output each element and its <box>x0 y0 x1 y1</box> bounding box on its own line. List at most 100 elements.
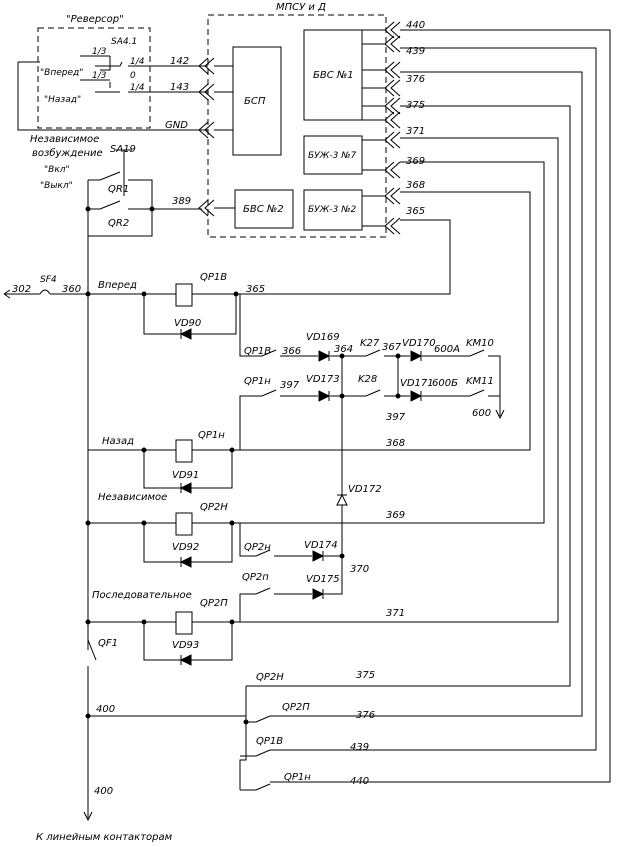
label-w375: 375 <box>356 670 375 681</box>
forward-chain <box>239 294 505 420</box>
label-vpered: Вперед <box>98 280 137 291</box>
label-w364: 364 <box>334 344 353 355</box>
qr-contacts <box>85 149 202 650</box>
label-w439: 439 <box>350 742 369 753</box>
buz2-block <box>303 189 363 231</box>
qp1n-coil-row <box>88 439 240 494</box>
label-sf4: SF4 <box>40 275 57 285</box>
label-forward-q: "Вперед" <box>40 68 83 78</box>
label-posl: Последовательное <box>92 590 192 601</box>
label-qp2p-bottom: QP2П <box>282 702 310 713</box>
label-w365-top: 365 <box>406 206 425 217</box>
label-w400a: 400 <box>96 704 115 715</box>
label-on: "Вкл" <box>44 165 70 175</box>
label-vd174: VD174 <box>304 540 338 551</box>
bvs2-block <box>234 189 294 229</box>
label-qp2p-coil: QP2П <box>200 598 228 609</box>
label-indep1: Независимое <box>30 134 99 145</box>
label-mpsu: МПСУ и Д <box>276 2 326 13</box>
label-buz7: БУЖ-3 №7 <box>308 151 357 161</box>
vd172-diode <box>336 494 348 506</box>
bsp-block <box>232 46 282 156</box>
mpsu-connectors <box>198 21 401 235</box>
label-w439-top: 439 <box>406 46 425 57</box>
back-chain <box>239 356 500 588</box>
label-w440: 440 <box>350 776 369 787</box>
label-qp1n-bottom: QP1н <box>284 772 311 783</box>
label-w376-top: 376 <box>406 74 425 85</box>
label-w365: 365 <box>246 284 265 295</box>
label-w370: 370 <box>350 564 369 575</box>
label-vd169: VD169 <box>306 332 340 343</box>
label-w400b: 400 <box>94 786 113 797</box>
label-qr1: QR1 <box>108 184 129 195</box>
label-w369-top: 369 <box>406 156 425 167</box>
qp2p-coil-row <box>85 611 240 666</box>
label-k28: K28 <box>358 374 377 385</box>
label-qr2: QR2 <box>108 218 129 229</box>
label-w376: 376 <box>356 710 375 721</box>
qf1-switch <box>83 639 246 822</box>
label-w142: 142 <box>170 56 189 67</box>
label-reversor: "Реверсор" <box>66 14 124 25</box>
qp2h-coil-row <box>85 512 240 568</box>
label-vd90: VD90 <box>174 318 201 329</box>
label-qp1n-coil: QP1н <box>198 430 225 441</box>
label-vd173: VD173 <box>306 374 340 385</box>
label-sa41: SA4.1 <box>111 37 137 47</box>
label-w368-top: 368 <box>406 180 425 191</box>
label-w600b: 600Б <box>432 378 458 389</box>
label-qp1b-coil: QP1В <box>200 272 227 283</box>
label-c14b: 1/4 <box>130 83 145 93</box>
sa41-switch <box>17 55 208 131</box>
label-w360: 360 <box>62 284 81 295</box>
label-qf1: QF1 <box>98 638 118 649</box>
reversor-frame <box>37 27 151 129</box>
label-qp2h-contact: QP2н <box>244 542 271 553</box>
label-qp1n-contact: QP1н <box>244 376 271 387</box>
label-nezav: Независимое <box>98 492 167 503</box>
right-wire-runs <box>236 29 611 783</box>
label-w143: 143 <box>170 82 189 93</box>
label-w375-top: 375 <box>406 100 425 111</box>
label-bvs2: БВС №2 <box>243 204 284 215</box>
label-vd175: VD175 <box>306 574 340 585</box>
label-indep2: возбуждение <box>32 147 103 159</box>
label-off: "Выкл" <box>40 181 73 191</box>
label-vd91: VD91 <box>172 470 199 481</box>
buz7-block <box>303 135 363 175</box>
label-c13b: 1/3 <box>92 71 107 81</box>
label-line-contactors: К линейным контакторам <box>36 832 173 843</box>
label-w397b: 397 <box>386 412 406 423</box>
qp2-contacts <box>239 523 345 622</box>
label-w369: 369 <box>386 510 405 521</box>
label-w371-top: 371 <box>406 126 425 137</box>
label-vd172: VD172 <box>348 484 382 495</box>
label-w366: 366 <box>282 346 301 357</box>
label-buz2: БУЖ-3 №2 <box>308 205 357 215</box>
label-qp2h-coil: QP2Н <box>200 502 228 513</box>
label-w397a: 397 <box>280 380 300 391</box>
label-gnd: GND <box>165 120 188 131</box>
label-w600: 600 <box>472 408 491 419</box>
label-w600a: 600А <box>434 344 460 355</box>
label-vd170: VD170 <box>402 338 436 349</box>
label-w440-top: 440 <box>406 20 425 31</box>
label-vd92: VD92 <box>172 542 199 553</box>
label-vd171: VD171 <box>400 378 434 389</box>
label-w389: 389 <box>172 196 191 207</box>
bvs1-block <box>303 29 363 121</box>
label-bsp: БСП <box>244 96 266 107</box>
label-qp2h-bottom: QP2Н <box>256 672 284 683</box>
label-zero: 0 <box>130 71 136 81</box>
label-back-q: "Назад" <box>44 95 81 105</box>
label-qp1b-bottom: QP1В <box>256 736 283 747</box>
label-sa19: SA19 <box>110 144 136 155</box>
label-qp1b-contact: QP1В <box>244 346 271 357</box>
label-nazad: Назад <box>102 436 134 447</box>
label-c13a: 1/3 <box>92 47 107 57</box>
label-w367: 367 <box>382 342 402 353</box>
label-w302: 302 <box>12 284 31 295</box>
label-vd93: VD93 <box>172 640 199 651</box>
